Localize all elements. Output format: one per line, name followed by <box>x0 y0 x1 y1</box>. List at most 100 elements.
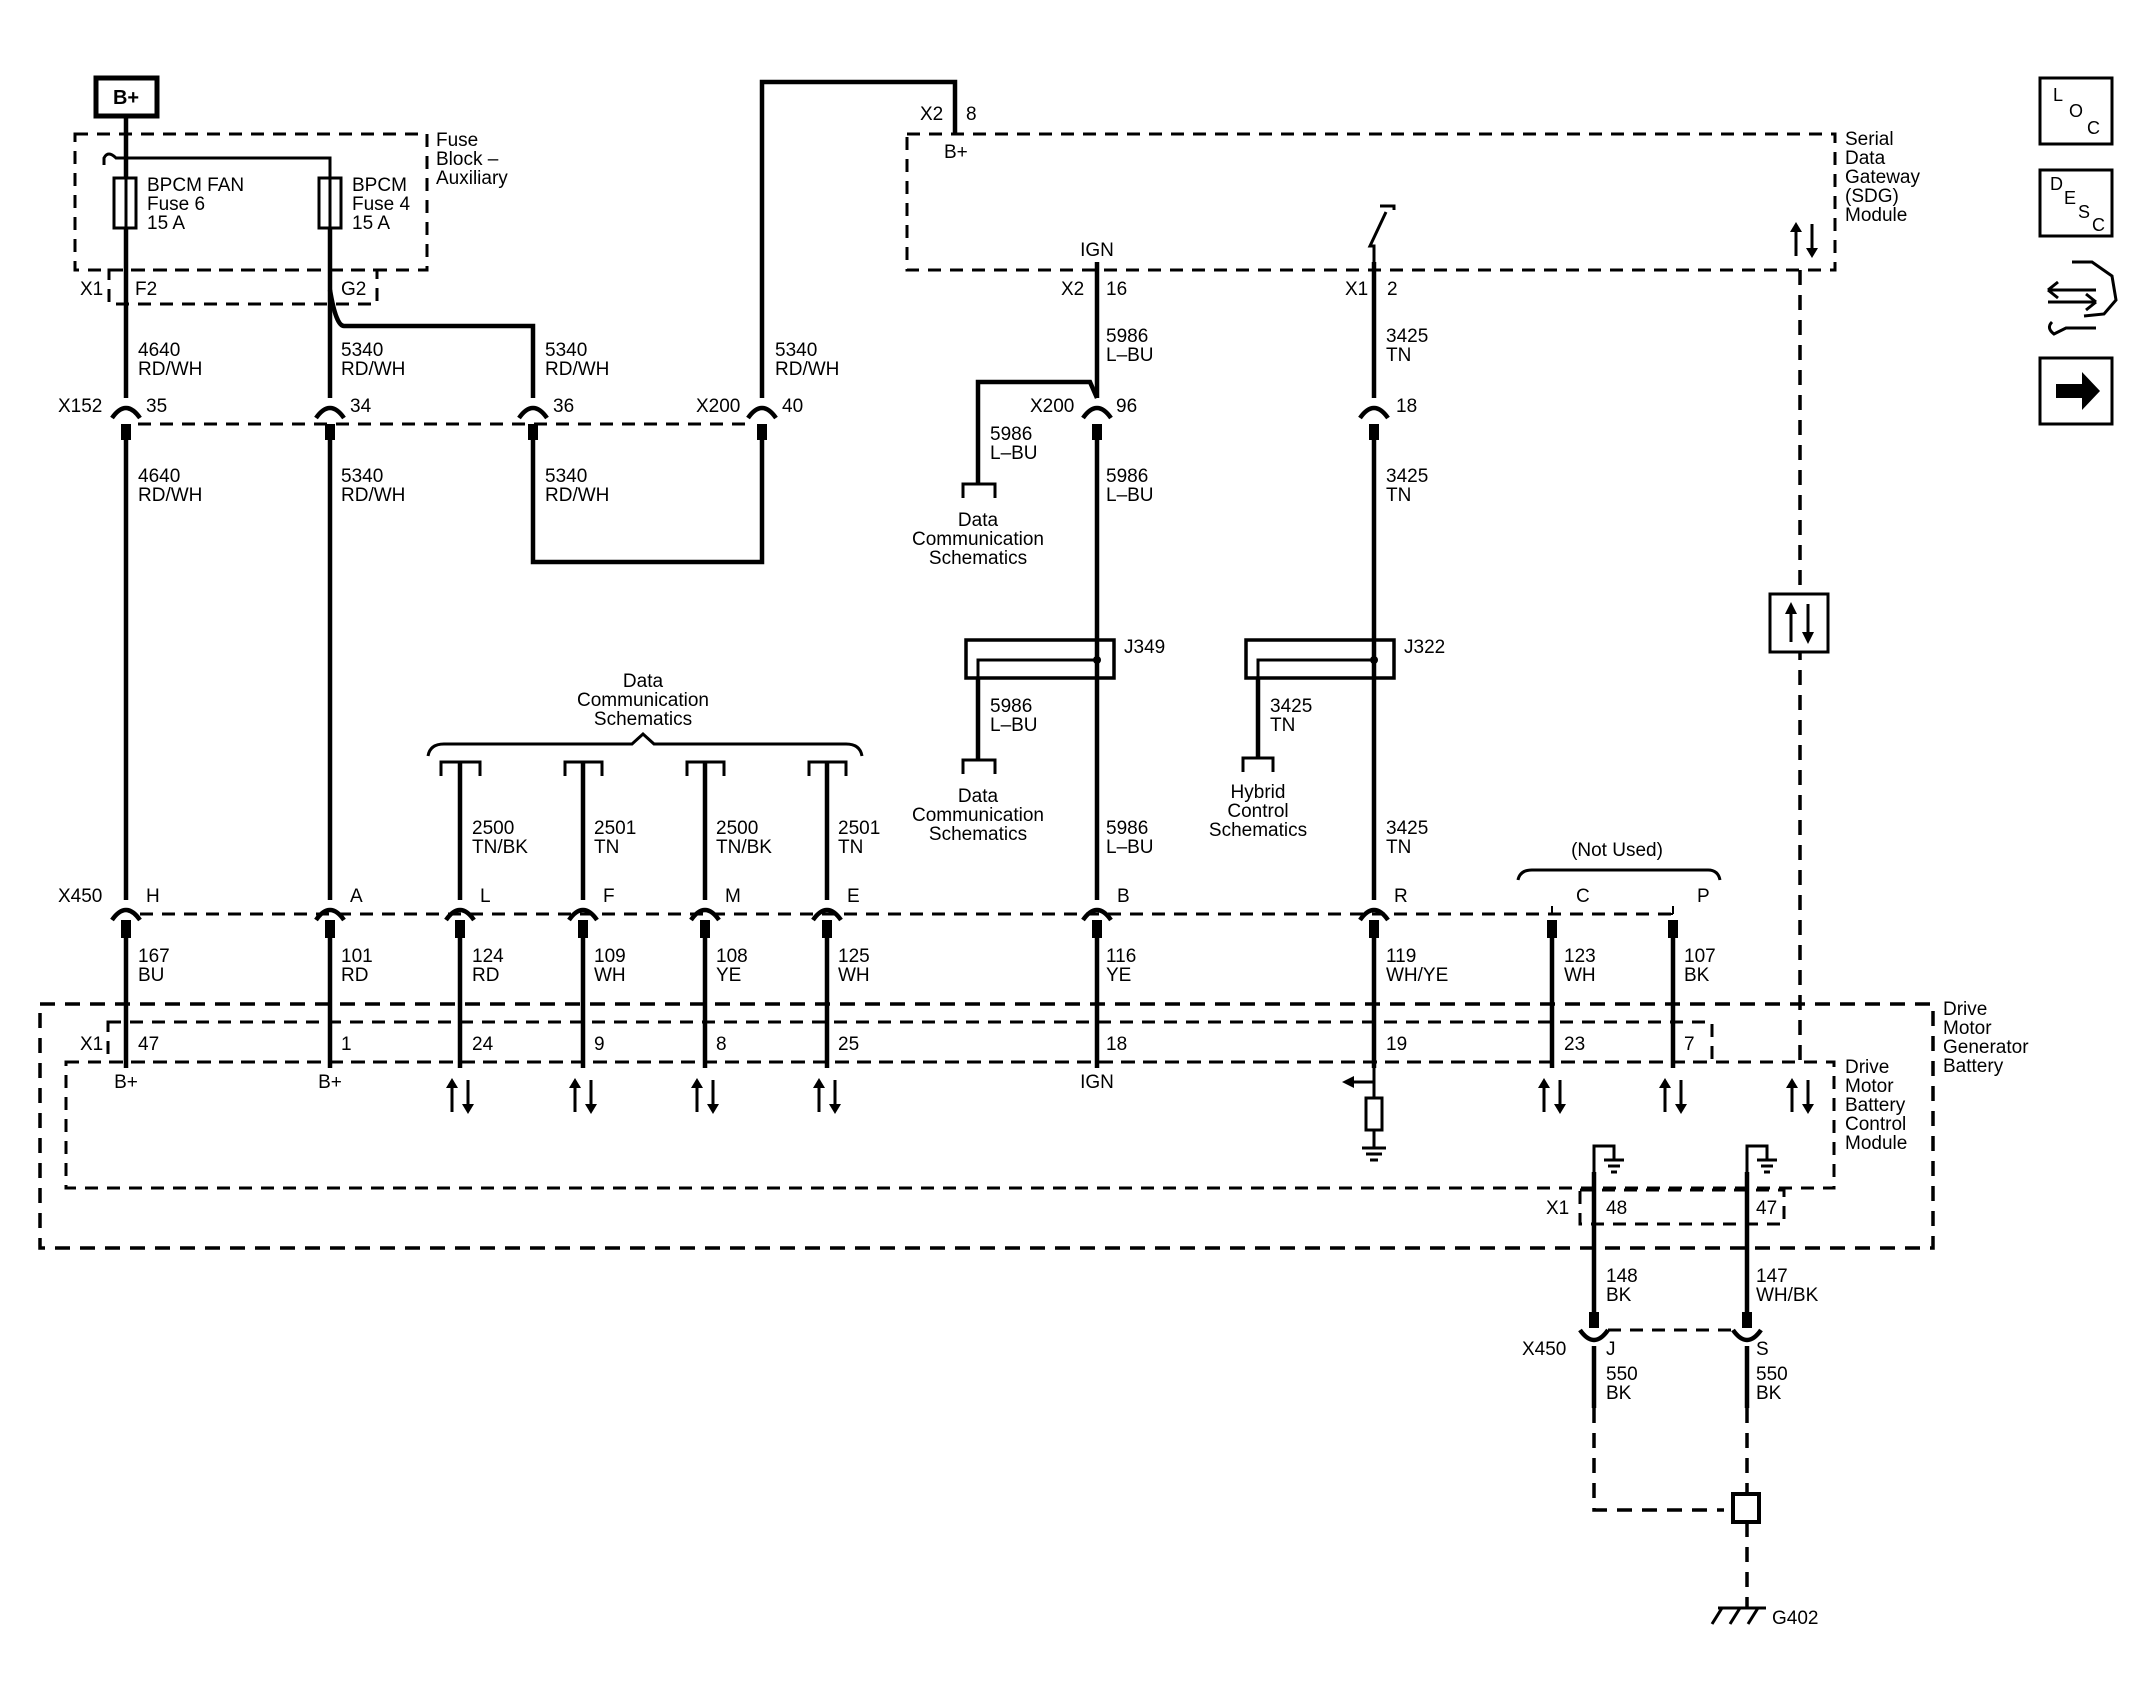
w125-2: WH <box>838 965 870 986</box>
bpcm-ign: IGN <box>1080 1072 1114 1093</box>
x200-pin-40: 40 <box>782 396 803 417</box>
w550b-2: BK <box>1756 1383 1782 1404</box>
fuse-block-title-2: Block – <box>436 149 499 170</box>
bpcm-title-2: Motor <box>1845 1076 1894 1097</box>
w550a-1: 550 <box>1606 1364 1638 1385</box>
pin-f2: F2 <box>135 279 157 300</box>
j322-label: J322 <box>1404 637 1445 658</box>
w5340d-1: 5340 <box>341 466 383 487</box>
w107-1: 107 <box>1684 946 1716 967</box>
bpcm-pin-48: 48 <box>1606 1198 1627 1219</box>
x450-pin-l: L <box>480 886 491 907</box>
bpcm-pin-18: 18 <box>1106 1034 1127 1055</box>
w3425d-1: 3425 <box>1386 818 1428 839</box>
x450-pin-c: C <box>1576 886 1590 907</box>
sdg-title-5: Module <box>1845 205 1907 226</box>
x200-label-2: X200 <box>1030 396 1074 417</box>
x152-pin-36: 36 <box>517 396 574 420</box>
fuse-block-x1-connector <box>107 268 379 306</box>
desc-icon[interactable]: D E S C <box>2038 168 2114 238</box>
bpcm-x1b-label: X1 <box>1546 1198 1569 1219</box>
chassis-ground-icon <box>1710 1606 1766 1625</box>
w550b-1: 550 <box>1756 1364 1788 1385</box>
x200-label: X200 <box>696 396 740 417</box>
wire-5340-to-sdg <box>759 79 958 398</box>
connector-end-view-icon[interactable] <box>2047 260 2118 336</box>
pin-g2: G2 <box>341 279 366 300</box>
w5340c-2: RD/WH <box>775 359 839 380</box>
bpcm-pin-9: 9 <box>594 1034 605 1055</box>
x152-pin-34: 34 <box>314 396 372 420</box>
w107-2: BK <box>1684 965 1710 986</box>
w5986e-1: 5986 <box>1106 818 1148 839</box>
hybrid-line3: Schematics <box>1209 820 1307 841</box>
ref2-line1: Data <box>958 786 999 807</box>
svg-text:C: C <box>2087 118 2100 138</box>
w124-1: 124 <box>472 946 504 967</box>
dmgb-title-2: Motor <box>1943 1018 1992 1039</box>
bpcm-title-3: Battery <box>1845 1095 1906 1116</box>
w5340e-1: 5340 <box>545 466 587 487</box>
fuse4-line3: 15 A <box>352 213 390 234</box>
top-ref-line2: Communication <box>577 690 709 711</box>
svg-text:O: O <box>2069 101 2083 121</box>
hybrid-line1: Hybrid <box>1231 782 1286 803</box>
not-used-brace <box>1516 868 1722 881</box>
w5340e-2: RD/WH <box>545 485 609 506</box>
ground-g402-label: G402 <box>1772 1608 1818 1629</box>
serial-data-box <box>1768 592 1830 654</box>
bpcm-x1b-connector <box>1578 1188 1786 1226</box>
w125-1: 125 <box>838 946 870 967</box>
x450-pin-b: B <box>1117 886 1130 907</box>
wire-5340-to-x200 <box>530 440 765 565</box>
x152-pin-35: 35 <box>110 396 167 420</box>
w119-1: 119 <box>1386 946 1416 967</box>
loc-icon[interactable]: L O C <box>2038 76 2114 146</box>
sdg-title-4: (SDG) <box>1845 186 1899 207</box>
w2500a-2: TN/BK <box>472 837 528 858</box>
ref2-line3: Schematics <box>929 824 1027 845</box>
next-page-arrow-icon[interactable] <box>2038 356 2114 426</box>
w2500b-1: 2500 <box>716 818 758 839</box>
sdg-serial-data-arrows-icon <box>1790 222 1818 258</box>
w116-2: YE <box>1106 965 1131 986</box>
w123-2: WH <box>1564 965 1596 986</box>
bpcm-pin-25: 25 <box>838 1034 859 1055</box>
sdg-x2b-label: X2 <box>1061 279 1084 300</box>
fuse6-line2: Fuse 6 <box>147 194 205 215</box>
w124-2: RD <box>472 965 499 986</box>
w108-1: 108 <box>716 946 748 967</box>
top-ref-brace <box>426 731 864 757</box>
sdg-ign: IGN <box>1080 240 1114 261</box>
w101-1: 101 <box>341 946 373 967</box>
bpcm-pin-23: 23 <box>1564 1034 1585 1055</box>
w109-2: WH <box>594 965 626 986</box>
w147-2: WH/BK <box>1756 1285 1819 1306</box>
j349-splice <box>964 638 1116 680</box>
fuse-block-x1-label: X1 <box>80 279 103 300</box>
w5340c-1: 5340 <box>775 340 817 361</box>
w3425c-1: 3425 <box>1270 696 1312 717</box>
x450-pin-p: P <box>1697 886 1710 907</box>
ref1-line2: Communication <box>912 529 1044 550</box>
fuse6-line1: BPCM FAN <box>147 175 244 196</box>
svg-text:E: E <box>2064 188 2076 208</box>
wire-5986-branch <box>975 379 1100 484</box>
svg-text:D: D <box>2050 174 2063 194</box>
x450-label: X450 <box>58 886 102 907</box>
wire-5340-branch <box>327 289 536 398</box>
bpcm-title-5: Module <box>1845 1133 1907 1154</box>
w5986c-1: 5986 <box>1106 466 1148 487</box>
bpcm-data-arrows-icon <box>446 1078 1814 1114</box>
w4640b-2: RD/WH <box>138 485 202 506</box>
w5340d-2: RD/WH <box>341 485 405 506</box>
bpcm-pin-8: 8 <box>716 1034 727 1055</box>
top-ref-line3: Schematics <box>594 709 692 730</box>
w4640a-1: 4640 <box>138 340 180 361</box>
w3425a-2: TN <box>1386 345 1411 366</box>
w101-2: RD <box>341 965 368 986</box>
w2501b-2: TN <box>838 837 863 858</box>
bpcm-pin-47: 47 <box>138 1034 159 1055</box>
ground-eyelet <box>1731 1492 1761 1524</box>
fuse-block-title-3: Auxiliary <box>436 168 508 189</box>
